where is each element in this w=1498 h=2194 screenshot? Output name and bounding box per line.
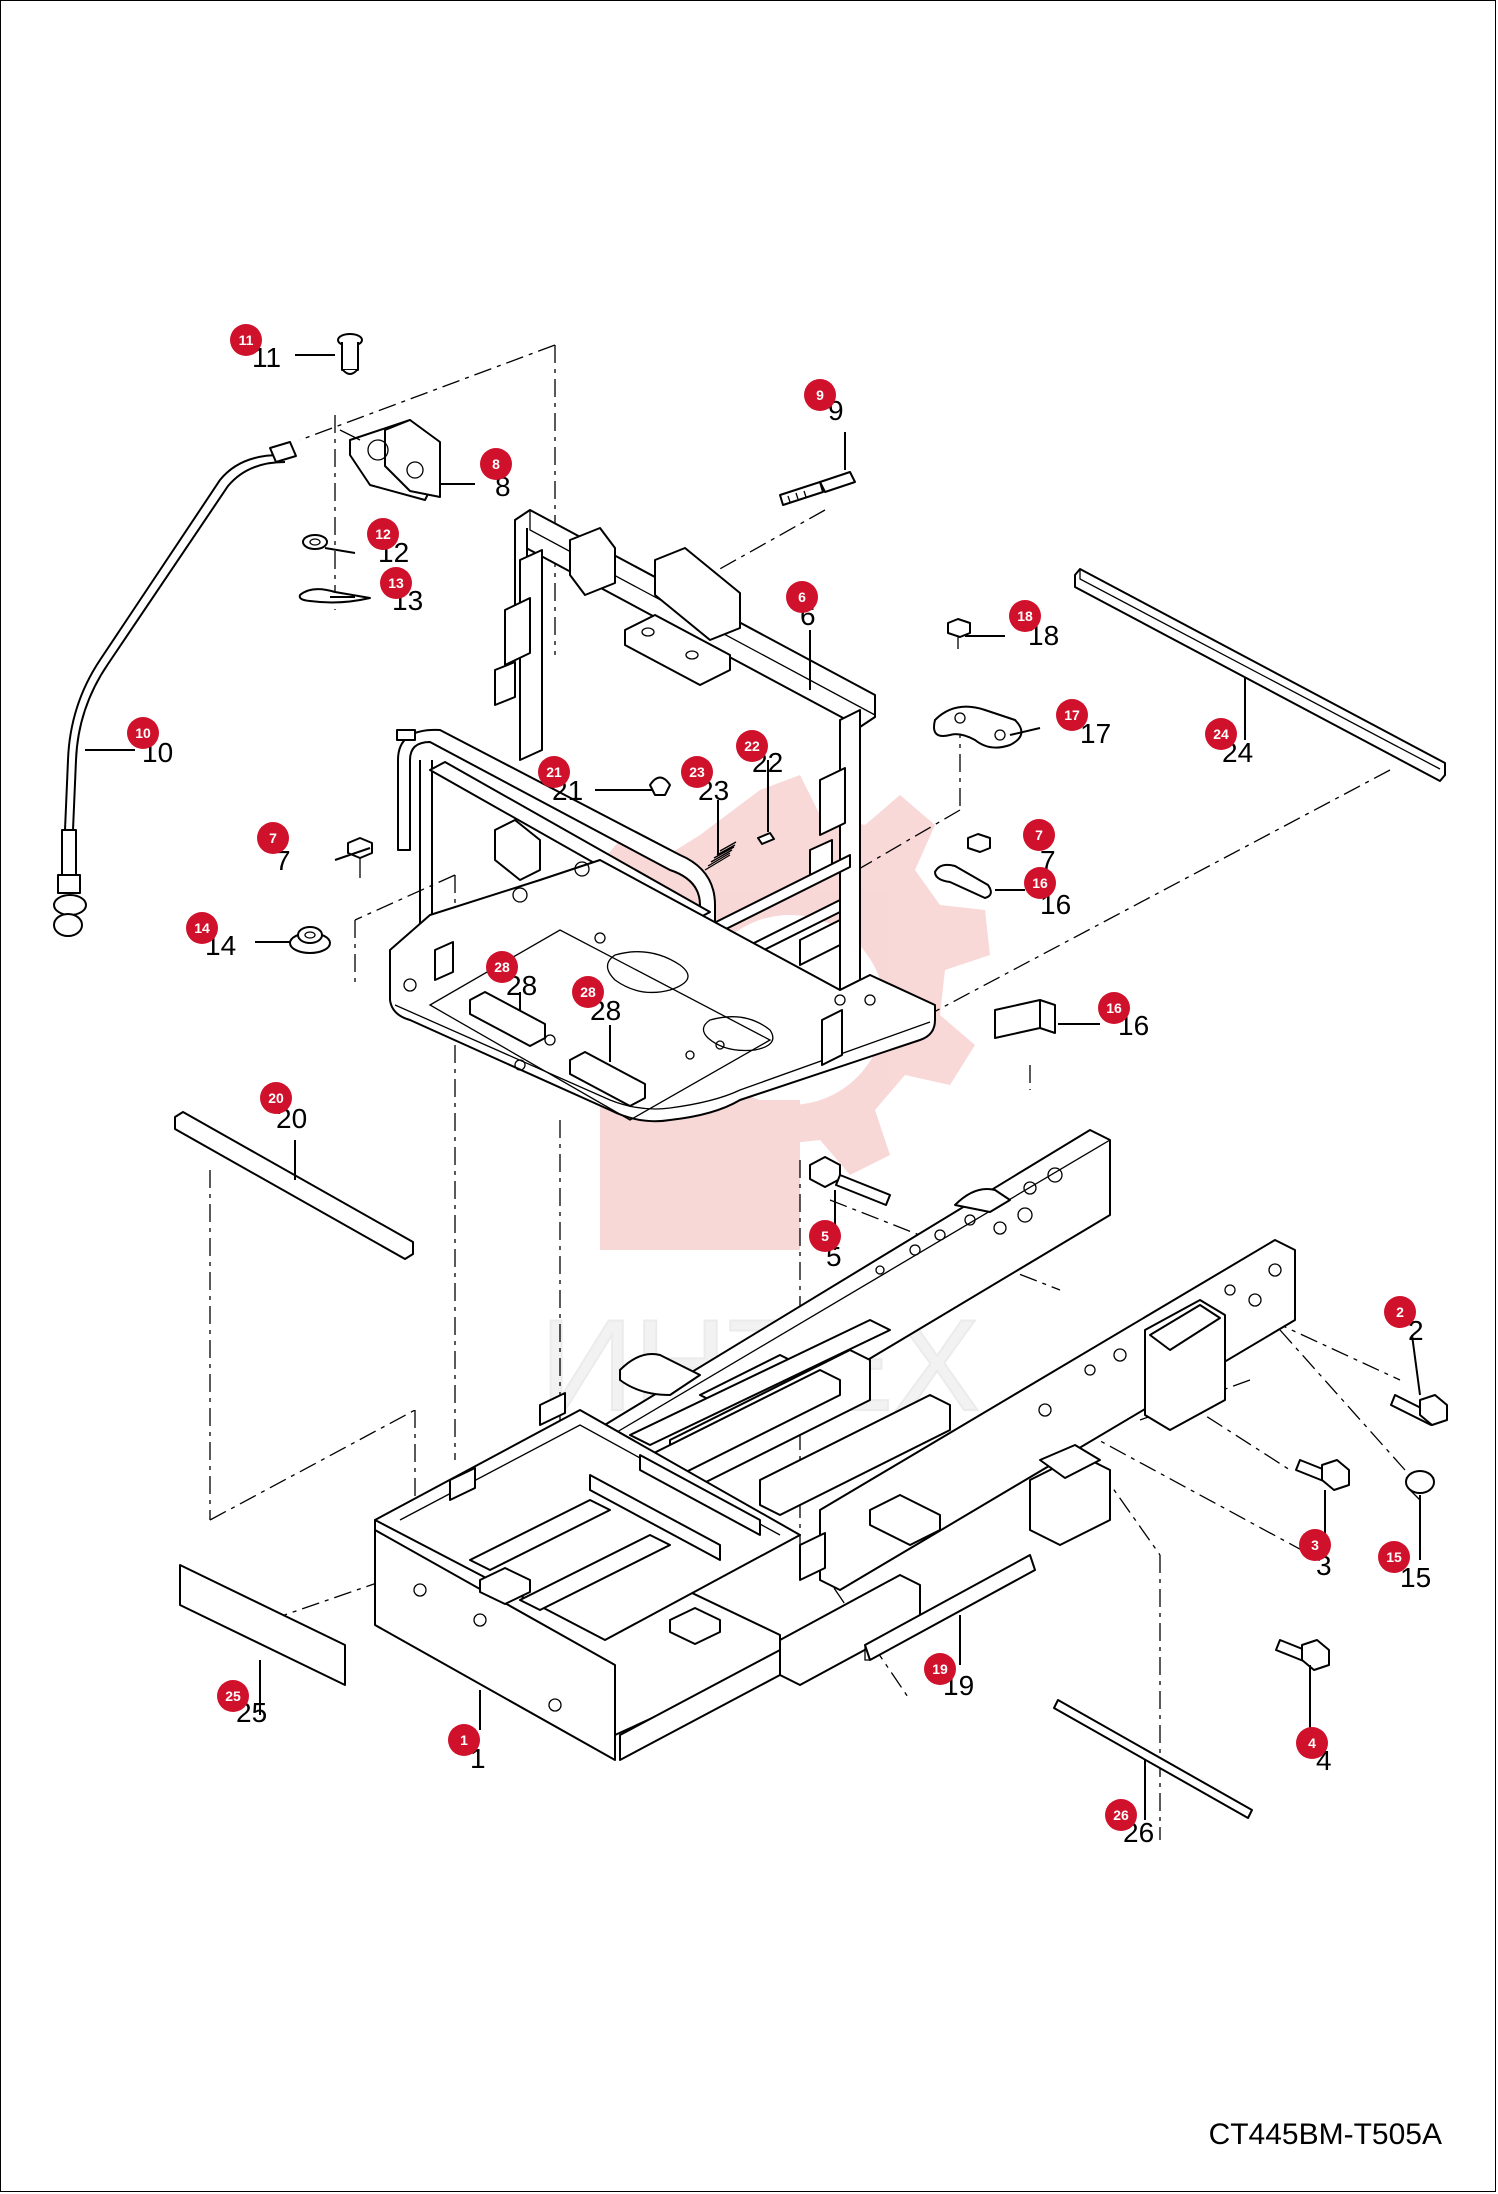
callout-badge-15[interactable]: 14 [186,912,218,944]
callout-badge-23[interactable]: 22 [736,730,768,762]
callout-badge-9[interactable]: 8 [480,448,512,480]
pad-17-part [994,999,1056,1039]
callout-badge-11[interactable]: 10 [127,717,159,749]
svg-text:24: 24 [1213,726,1229,742]
pin-part [337,333,363,375]
svg-text:2: 2 [1396,1304,1404,1320]
callout-badge-26[interactable]: 25 [217,1680,249,1712]
pin-23-part [757,832,775,845]
seat-frame-part [396,509,876,1101]
cotter-pin-part [298,588,371,604]
callout-badge-19[interactable]: 18 [1009,600,1041,632]
callout-badge-14[interactable]: 13 [380,567,412,599]
svg-text:6: 6 [798,589,806,605]
bolt-3-part [1295,1459,1350,1491]
callout-badge-10[interactable]: 9 [804,379,836,411]
svg-text:28: 28 [494,959,510,975]
callout-badge-7-left[interactable]: 7 [257,822,289,854]
bolt-7-right-part [967,833,991,853]
callout-badge-21[interactable]: 20 [260,1082,292,1114]
callout-badge-17[interactable]: 16 [1098,992,1130,1024]
callout-badge-6[interactable]: 6 [786,581,818,613]
grommet-15-part [289,926,331,954]
callout-badge-7-right[interactable]: 7 [1023,819,1055,851]
strip-20-part [864,1554,1036,1661]
strip-27-part [1053,1699,1253,1819]
svg-text:9: 9 [816,387,824,403]
callout-badge-24[interactable]: 23 [681,756,713,788]
svg-text:12: 12 [375,526,391,542]
svg-text:1: 1 [460,1732,468,1748]
svg-text:23: 23 [689,764,705,780]
svg-text:5: 5 [821,1228,829,1244]
leader-lines [85,354,1421,1820]
spring-24-part [704,841,737,871]
plate-18-part [933,705,1023,749]
svg-text:7: 7 [1035,827,1043,843]
part-number-2: 2 [1408,1315,1424,1346]
svg-text:8: 8 [492,456,500,472]
svg-text:10: 10 [135,725,151,741]
callout-badge-5[interactable]: 5 [809,1220,841,1252]
callout-badge-8[interactable]: 16 [1024,867,1056,899]
svg-text:13: 13 [388,575,404,591]
bolt-4-part [1275,1639,1330,1671]
callout-badge-13[interactable]: 12 [367,518,399,550]
svg-text:7: 7 [269,830,277,846]
washer-part [302,534,328,550]
callout-badge-2[interactable]: 2 [1384,1296,1416,1328]
callout-badge-3[interactable]: 3 [1299,1529,1331,1561]
svg-text:22: 22 [744,738,760,754]
clip-22-part [649,776,671,796]
callout-badge-22[interactable]: 21 [538,756,570,788]
bolt-2-part [1390,1394,1448,1426]
svg-text:16: 16 [1106,1000,1122,1016]
svg-text:14: 14 [194,920,210,936]
callout-badge-1[interactable]: 1 [448,1724,480,1756]
plug-16-part [1405,1470,1435,1501]
strip-25-part [1074,568,1446,782]
svg-text:17: 17 [1064,707,1080,723]
callout-badge-16[interactable]: 15 [1378,1541,1410,1573]
callout-badge-25[interactable]: 24 [1205,718,1237,750]
strap-8-part [934,863,992,899]
bolt-10-part [779,471,856,506]
callout-badges: 11 9 8 12 13 6 18 17 24 10 21 23 22 7 7 … [127,324,1416,1831]
release-cable-part [53,441,297,937]
callout-badge-27[interactable]: 26 [1105,1799,1137,1831]
callout-badge-28-right[interactable]: 28 [572,976,604,1008]
svg-text:20: 20 [268,1090,284,1106]
callout-badge-18[interactable]: 17 [1056,699,1088,731]
callout-badge-4[interactable]: 4 [1296,1727,1328,1759]
svg-text:26: 26 [1113,1807,1129,1823]
svg-text:4: 4 [1308,1735,1316,1751]
strip-21-part [174,1111,414,1260]
svg-text:21: 21 [546,764,562,780]
floor-plate-part [389,859,936,1123]
bolt-5-part [809,1156,891,1206]
main-frame-part [374,1129,1296,1761]
callout-badge-12[interactable]: 11 [230,324,262,356]
callout-badge-20[interactable]: 19 [924,1653,956,1685]
svg-text:18: 18 [1017,608,1033,624]
svg-text:16: 16 [1032,875,1048,891]
bolt-19-part [947,618,971,649]
drawing-code-label: CT445BM-T505A [1208,2118,1442,2151]
svg-text:3: 3 [1311,1537,1319,1553]
pad-26-part [179,1564,346,1686]
svg-text:28: 28 [580,984,596,1000]
svg-text:15: 15 [1386,1549,1402,1565]
latch-part [339,419,441,501]
svg-text:25: 25 [225,1688,241,1704]
bolt-7-left-part [347,837,373,878]
svg-text:11: 11 [239,332,254,348]
svg-text:19: 19 [932,1661,948,1677]
callout-badge-28-left[interactable]: 28 [486,951,518,983]
